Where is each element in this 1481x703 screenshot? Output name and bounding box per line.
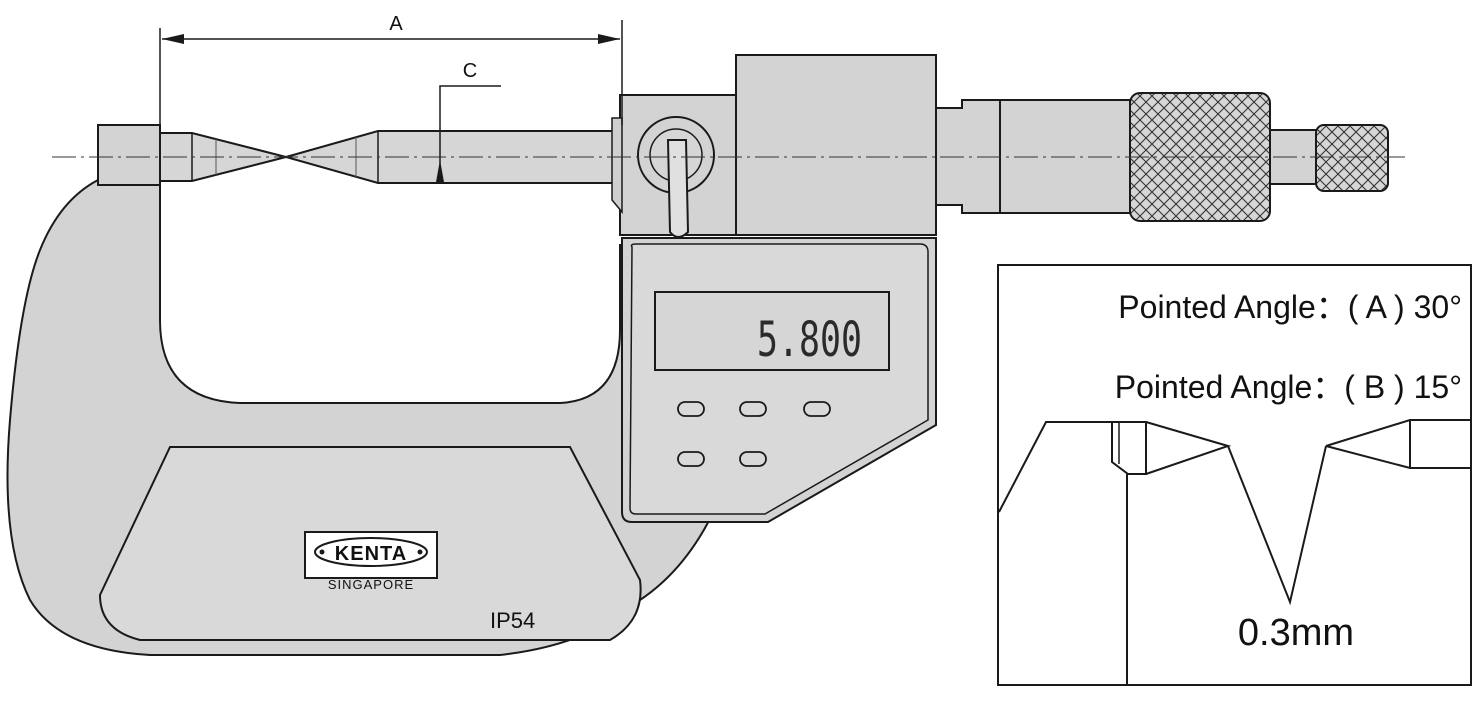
- ip-rating-label: IP54: [490, 608, 535, 633]
- dimension-a: A: [159, 13, 623, 125]
- display-button-2[interactable]: [739, 401, 767, 417]
- display-button-3[interactable]: [803, 401, 831, 417]
- inset-detail: Pointed Angle：( A ) 30° Pointed Angle：( …: [997, 264, 1472, 686]
- lcd-screen: [654, 291, 890, 371]
- brand-subtitle: SINGAPORE: [328, 577, 414, 592]
- inset-angle-b: Pointed Angle：( B ) 15°: [1115, 369, 1462, 405]
- ratchet-knob[interactable]: [1315, 124, 1389, 192]
- dimension-a-label: A: [389, 13, 403, 35]
- display-button-5[interactable]: [739, 451, 767, 467]
- inset-angle-a: Pointed Angle：( A ) 30°: [1118, 289, 1462, 325]
- brand-logo: KENTA SINGAPORE: [304, 531, 438, 592]
- dimension-c-label: C: [463, 60, 477, 82]
- lcd-reading: 5.800: [757, 312, 862, 368]
- display-button-1[interactable]: [677, 401, 705, 417]
- housing-top-block: [735, 54, 937, 236]
- anvil-stub: [97, 124, 161, 186]
- inset-tip-label: 0.3mm: [1238, 612, 1354, 654]
- spindle-lock-lever[interactable]: [666, 139, 690, 238]
- display-button-4[interactable]: [677, 451, 705, 467]
- brand-logo-text: KENTA: [335, 543, 407, 565]
- dimension-c: C: [436, 60, 501, 182]
